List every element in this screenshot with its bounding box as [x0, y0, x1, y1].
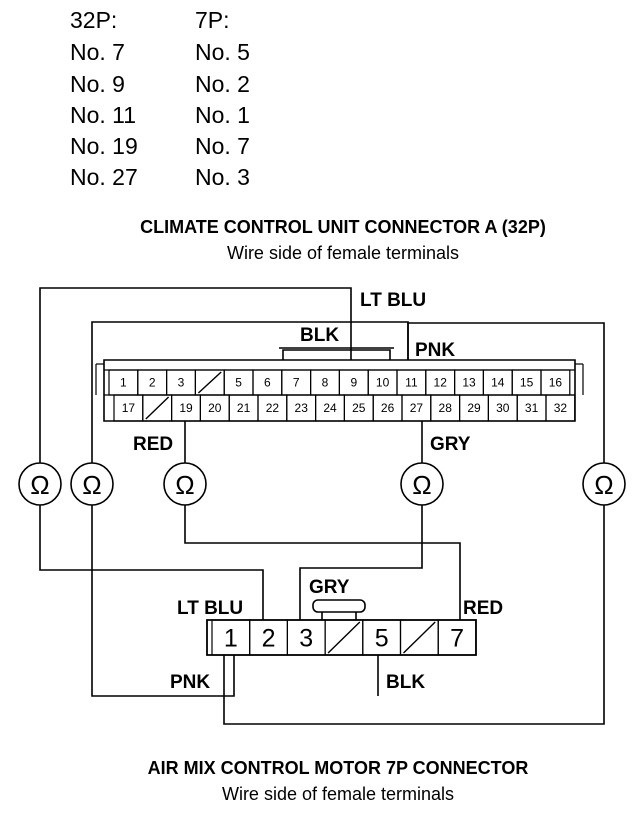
wire-label-red: RED — [133, 434, 173, 455]
terminal-number: 13 — [462, 376, 476, 390]
connector-a-bottom-row: 17 19 20 21 22 23 24 25 26 27 28 29 30 31 32 — [113, 394, 576, 422]
terminal-number: 27 — [410, 401, 424, 415]
terminal-number: 2 — [262, 625, 276, 653]
ohm-symbol: Ω — [412, 470, 431, 500]
terminal-number: 29 — [467, 401, 481, 415]
wire-label-lt-blu: LT BLU — [360, 290, 426, 311]
table-row-32p: No. 11 — [70, 102, 136, 128]
table-row-32p: No. 9 — [70, 71, 125, 97]
ohm-symbol: Ω — [30, 470, 49, 500]
table-row-32p: No. 27 — [70, 164, 138, 190]
terminal-number: 7 — [450, 625, 464, 653]
terminal-number: 8 — [322, 376, 329, 390]
table-row-7p: No. 3 — [195, 164, 250, 190]
ohm-symbol: Ω — [594, 470, 613, 500]
ohm-symbol: Ω — [175, 470, 194, 500]
connector-7p-title: AIR MIX CONTROL MOTOR 7P CONNECTOR — [148, 758, 529, 778]
wires — [39, 287, 605, 725]
terminal-number: 21 — [237, 401, 251, 415]
terminal-number: 10 — [376, 376, 390, 390]
table-row-7p: No. 5 — [195, 39, 250, 65]
terminal-cell: 32 — [545, 394, 576, 422]
terminal-number: 1 — [120, 376, 127, 390]
pin-table: 32P: 7P: No. 7 No. 5 No. 9 No. 2 No. 11 … — [70, 7, 250, 190]
terminal-number: 12 — [434, 376, 448, 390]
connector-a-title: CLIMATE CONTROL UNIT CONNECTOR A (32P) — [140, 217, 546, 237]
wire-label-gry: GRY — [430, 434, 471, 455]
terminal-number: 28 — [439, 401, 453, 415]
ohmmeter-icon: Ω — [163, 462, 207, 506]
terminal-number: 24 — [323, 401, 337, 415]
terminal-cell: 7 — [437, 619, 477, 656]
terminal-number: 14 — [491, 376, 505, 390]
terminal-number: 3 — [178, 376, 185, 390]
terminal-number: 23 — [295, 401, 309, 415]
terminal-number: 26 — [381, 401, 395, 415]
terminal-number: 11 — [405, 376, 418, 390]
table-row-32p: No. 19 — [70, 133, 138, 159]
terminal-number: 32 — [554, 401, 568, 415]
terminal-number: 19 — [179, 401, 193, 415]
terminal-number: 31 — [525, 401, 539, 415]
terminal-number: 22 — [266, 401, 280, 415]
ohmmeter-icon: Ω — [582, 462, 626, 506]
wire-label-red-bottom: RED — [463, 598, 503, 619]
terminal-number: 25 — [352, 401, 366, 415]
terminal-number: 30 — [496, 401, 510, 415]
wire-label-pnk-bottom: PNK — [170, 672, 210, 693]
connector-a-subtitle: Wire side of female terminals — [227, 243, 459, 263]
table-row-7p: No. 7 — [195, 133, 250, 159]
wire-label-blk-bottom: BLK — [386, 672, 425, 693]
terminal-number: 6 — [264, 376, 271, 390]
terminal-number: 17 — [122, 401, 136, 415]
ohmmeter-icon: Ω — [70, 462, 114, 506]
terminal-number: 7 — [293, 376, 300, 390]
table-header-7p: 7P: — [195, 7, 230, 33]
ohmmeters: Ω Ω Ω Ω Ω — [18, 462, 626, 506]
terminal-number: 20 — [208, 401, 222, 415]
terminal-number: 3 — [299, 625, 313, 653]
terminal-number: 2 — [149, 376, 156, 390]
table-row-32p: No. 7 — [70, 39, 125, 65]
wire-label-gry-bottom: GRY — [309, 577, 350, 598]
table-row-7p: No. 2 — [195, 71, 250, 97]
terminal-number: 16 — [549, 376, 563, 390]
table-row-7p: No. 1 — [195, 102, 250, 128]
terminal-number: 9 — [350, 376, 357, 390]
ohmmeter-icon: Ω — [18, 462, 62, 506]
ohm-symbol: Ω — [82, 470, 101, 500]
connector-7p-subtitle: Wire side of female terminals — [222, 784, 454, 804]
wire-label-lt-blu-bottom: LT BLU — [177, 598, 243, 619]
connector-7p-lock — [312, 599, 366, 620]
terminal-number: 15 — [520, 376, 534, 390]
table-header-32p: 32P: — [70, 7, 117, 33]
terminal-number: 5 — [375, 625, 389, 653]
wire-label-pnk: PNK — [415, 340, 455, 361]
terminal-number: 1 — [224, 625, 238, 653]
terminal-number: 5 — [235, 376, 242, 390]
ohmmeter-icon: Ω — [400, 462, 444, 506]
wire-label-blk: BLK — [300, 325, 339, 346]
